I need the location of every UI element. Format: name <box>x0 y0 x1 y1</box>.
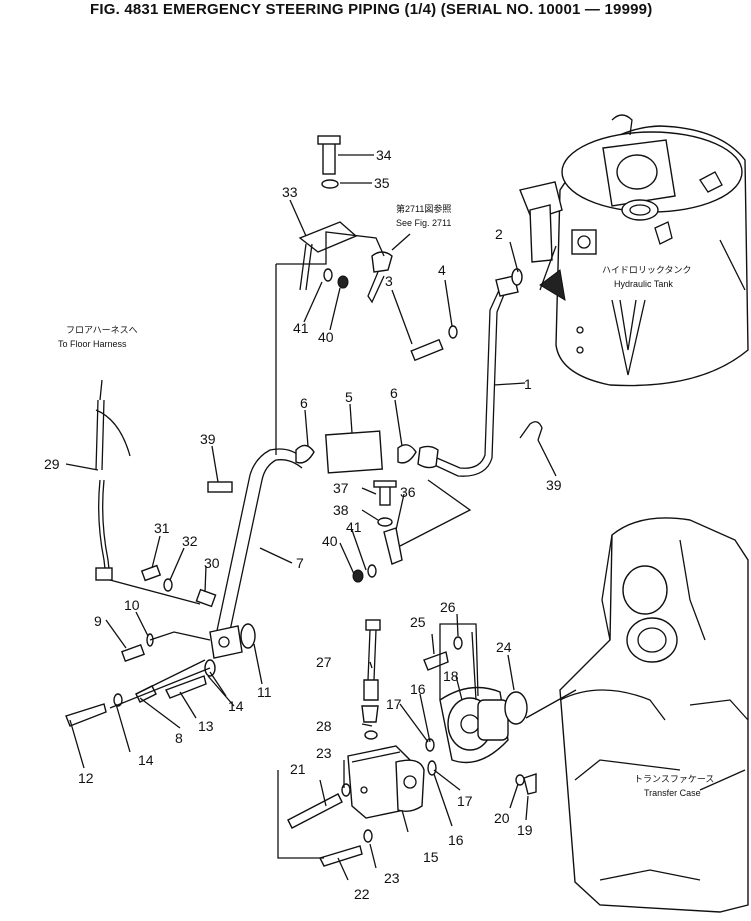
callout-41b: 41 <box>346 519 362 535</box>
callout-9: 9 <box>94 613 102 629</box>
see-fig-jp: 第2711図参照 <box>396 203 451 214</box>
callout-39a: 39 <box>200 431 216 447</box>
callout-36: 36 <box>400 484 416 500</box>
floor-harness-en: To Floor Harness <box>58 339 127 349</box>
callout-14b: 14 <box>138 752 154 768</box>
transfer-case-jp: トランスファケース <box>634 774 714 784</box>
callouts: 1 2 3 4 5 6 6 7 8 9 10 11 12 13 14 14 15… <box>44 147 562 902</box>
callout-33: 33 <box>282 184 298 200</box>
callout-6a: 6 <box>300 395 308 411</box>
parts <box>65 135 537 867</box>
callout-16a: 16 <box>410 681 426 697</box>
callout-15: 15 <box>423 849 439 865</box>
callout-32: 32 <box>182 533 198 549</box>
annotations: フロアハーネスへ To Floor Harness 第2711図参照 See F… <box>58 203 714 798</box>
callout-8: 8 <box>175 730 183 746</box>
hydraulic-tank-en: Hydraulic Tank <box>614 279 673 289</box>
callout-6b: 6 <box>390 385 398 401</box>
callout-31: 31 <box>154 520 170 536</box>
callout-23a: 23 <box>316 745 332 761</box>
callout-30: 30 <box>204 555 220 571</box>
callout-11: 11 <box>257 684 272 700</box>
callout-17b: 17 <box>457 793 473 809</box>
callout-29: 29 <box>44 456 60 472</box>
callout-21: 21 <box>290 761 306 777</box>
callout-1: 1 <box>524 376 532 392</box>
callout-17a: 17 <box>386 696 402 712</box>
callout-19: 19 <box>517 822 533 838</box>
callout-20: 20 <box>494 810 510 826</box>
callout-40b: 40 <box>322 533 338 549</box>
callout-7: 7 <box>296 555 304 571</box>
callout-5: 5 <box>345 389 353 405</box>
callout-18: 18 <box>443 668 459 684</box>
callout-3: 3 <box>385 273 393 289</box>
callout-4: 4 <box>438 262 446 278</box>
transfer-case-en: Transfer Case <box>644 788 701 798</box>
callout-12: 12 <box>78 770 94 786</box>
figure-title: FIG. 4831 EMERGENCY STEERING PIPING (1/4… <box>90 1 653 18</box>
callout-16b: 16 <box>448 832 464 848</box>
transfer-case <box>559 517 749 913</box>
hydraulic-tank-jp: ハイドロリックタンク <box>602 265 691 275</box>
callout-13: 13 <box>198 718 214 734</box>
callout-34: 34 <box>376 147 392 163</box>
callout-27: 27 <box>316 654 332 670</box>
callout-37: 37 <box>333 480 349 496</box>
callout-2: 2 <box>495 226 503 242</box>
callout-26: 26 <box>440 599 456 615</box>
see-fig-en: See Fig. 2711 <box>396 218 451 228</box>
callout-23b: 23 <box>384 870 400 886</box>
callout-25: 25 <box>410 614 426 630</box>
hydraulic-tank <box>519 114 749 387</box>
floor-harness-jp: フロアハーネスへ <box>66 325 138 335</box>
callout-22: 22 <box>354 886 370 902</box>
callout-40a: 40 <box>318 329 334 345</box>
pipes <box>209 275 543 659</box>
leader-lines <box>65 154 577 881</box>
callout-10: 10 <box>124 597 140 613</box>
callout-14a: 14 <box>228 698 244 714</box>
callout-28: 28 <box>316 718 332 734</box>
callout-38: 38 <box>333 502 349 518</box>
callout-24: 24 <box>496 639 512 655</box>
callout-35: 35 <box>374 175 390 191</box>
callout-41a: 41 <box>293 320 309 336</box>
callout-39b: 39 <box>546 477 562 493</box>
